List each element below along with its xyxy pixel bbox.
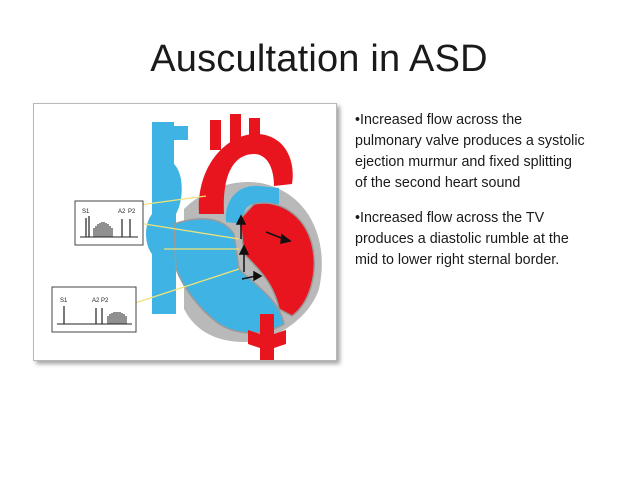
bullet-pulmonary-flow: •Increased flow across the pulmonary val… [355,112,585,191]
bullet-tricuspid-flow: •Increased flow across the TV produces a… [355,210,569,268]
slide-title: Auscultation in ASD [150,38,488,80]
leader-lines [131,195,240,305]
vena-cava-top [164,126,188,140]
phonogram-bottom: S1 A2 P2 [51,286,137,333]
descending-aorta [248,314,286,360]
flow-arrows [235,214,292,282]
aortic-branch [210,120,221,150]
aortic-branch [249,118,260,144]
aortic-arch [198,133,293,214]
bullet-list: •Increased flow across the pulmonary val… [355,110,625,285]
pulmonary-artery [225,185,279,224]
sound-label: S1 [60,298,68,304]
sound-label: P2 [101,298,109,304]
sound-label: P2 [128,209,136,215]
vena-cava [146,122,182,314]
sound-label: A2 [118,209,126,215]
sound-label: A2 [92,298,100,304]
aortic-branch [230,114,241,144]
left-heart [239,202,315,317]
phonogram-top: S1 A2 P2 [74,200,144,246]
sound-label: S1 [82,209,90,215]
heart-diagram-figure: S1 A2 P2 [33,103,337,361]
heart-diagram: S1 A2 P2 [51,114,322,360]
right-heart [173,218,285,334]
